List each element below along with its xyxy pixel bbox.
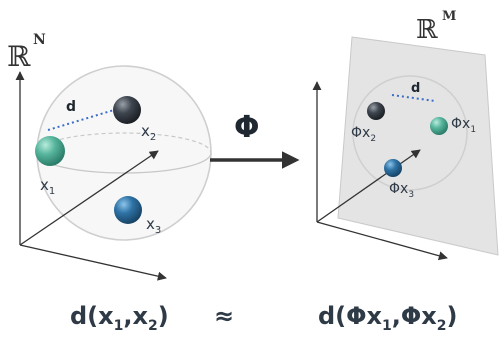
projection-plane [337,36,499,256]
right-point-phi-x1 [430,117,448,135]
sphere-equator-back [36,132,212,154]
distance-equation: d(x1,x2) ≈ d(Φx1,Φx2) [70,302,458,334]
right-axis-depth [316,221,448,261]
left-axis-depth [19,244,167,281]
right-distance-label: d [411,81,420,96]
left-point-x1 [35,136,65,166]
left-space-symbol: ℝ [7,40,31,73]
left-point-x2 [113,96,141,124]
left-axis-diagonal [19,150,159,246]
left-space-dimension: N [33,32,46,48]
right-distance-line [391,94,436,102]
left-point-x3 [114,196,142,224]
left-label-x1: x1 [40,176,55,197]
left-distance-label: d [66,99,76,115]
left-label-x2: x2 [141,122,156,143]
equation-approx: ≈ [214,302,234,330]
right-space-dimension: M [442,9,456,24]
equation-right: d(Φx1,Φx2) [318,302,458,334]
right-space-symbol: ℝ [416,15,438,45]
right-point-phi-x2 [367,102,385,120]
map-arrow-group: Φ [210,110,300,169]
projected-sphere-outline [352,75,468,191]
right-space: ℝ M d Φx1 Φx2 Φx3 [312,9,499,261]
equation-left: d(x1,x2) [70,302,169,334]
right-label-phi-x3: Φx3 [389,181,414,200]
right-point-phi-x3 [384,159,402,177]
right-label-phi-x2: Φx2 [351,125,376,144]
left-distance-line [47,109,115,131]
right-label-phi-x1: Φx1 [451,116,476,135]
right-axis-diagonal [316,149,421,223]
left-label-x3: x3 [146,215,161,236]
left-space: ℝ N d x1 x2 x3 [7,32,212,281]
map-symbol: Φ [234,110,260,145]
